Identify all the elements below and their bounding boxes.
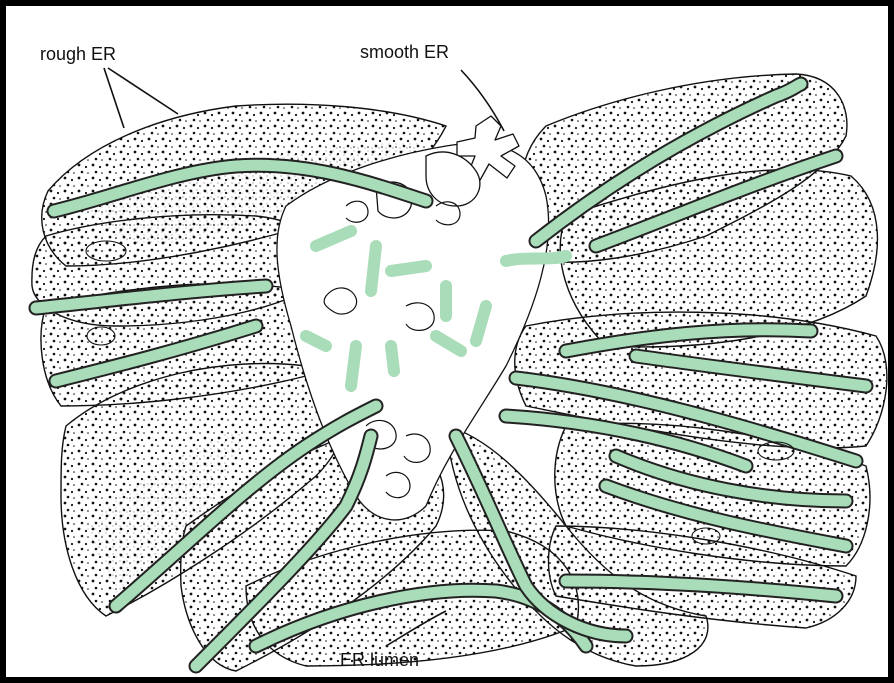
label-rough-er: rough ER [40, 44, 116, 64]
leader-rough-er [104, 68, 178, 128]
smooth-er-lumen [391, 346, 394, 371]
label-smooth-er: smooth ER [360, 42, 449, 62]
smooth-er-lumen [371, 246, 376, 291]
er-diagram: rough ER smooth ER ER lumen [6, 6, 894, 683]
smooth-er-lumen [506, 256, 566, 261]
smooth-er-lumen [391, 266, 426, 271]
label-er-lumen: ER lumen [340, 650, 419, 670]
smooth-er-lumen [351, 346, 356, 386]
